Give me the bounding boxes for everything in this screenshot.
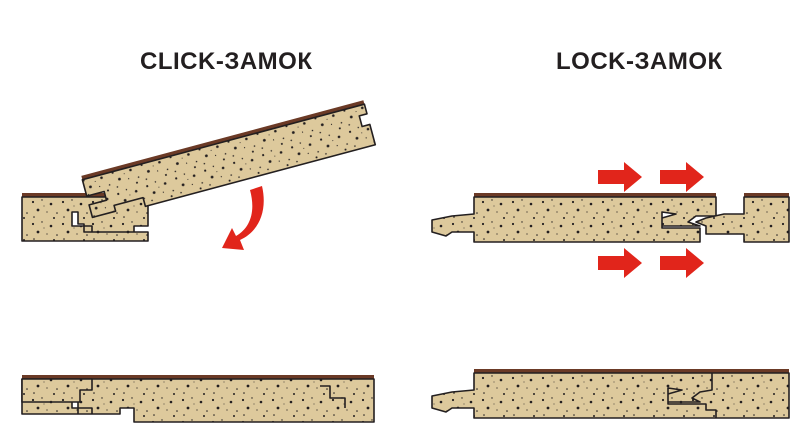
right-arrow-icon bbox=[598, 248, 642, 278]
lock-left-board-separated bbox=[431, 193, 717, 243]
lock-lock-title: LOCK-ЗАМОК bbox=[556, 48, 723, 75]
click-left-board-angled-view bbox=[21, 193, 149, 242]
right-arrow-icon bbox=[660, 162, 704, 192]
right-arrow-icon bbox=[598, 162, 642, 192]
lock-right-board-separated bbox=[695, 193, 790, 243]
curved-rotate-arrow-icon bbox=[222, 186, 264, 250]
click-lock-title: CLICK-ЗАМОК bbox=[140, 48, 313, 75]
click-right-board-tilted bbox=[81, 100, 377, 219]
lock-boards-locked-view bbox=[431, 369, 790, 419]
click-boards-locked-view bbox=[21, 375, 375, 423]
right-arrow-icon bbox=[660, 248, 704, 278]
